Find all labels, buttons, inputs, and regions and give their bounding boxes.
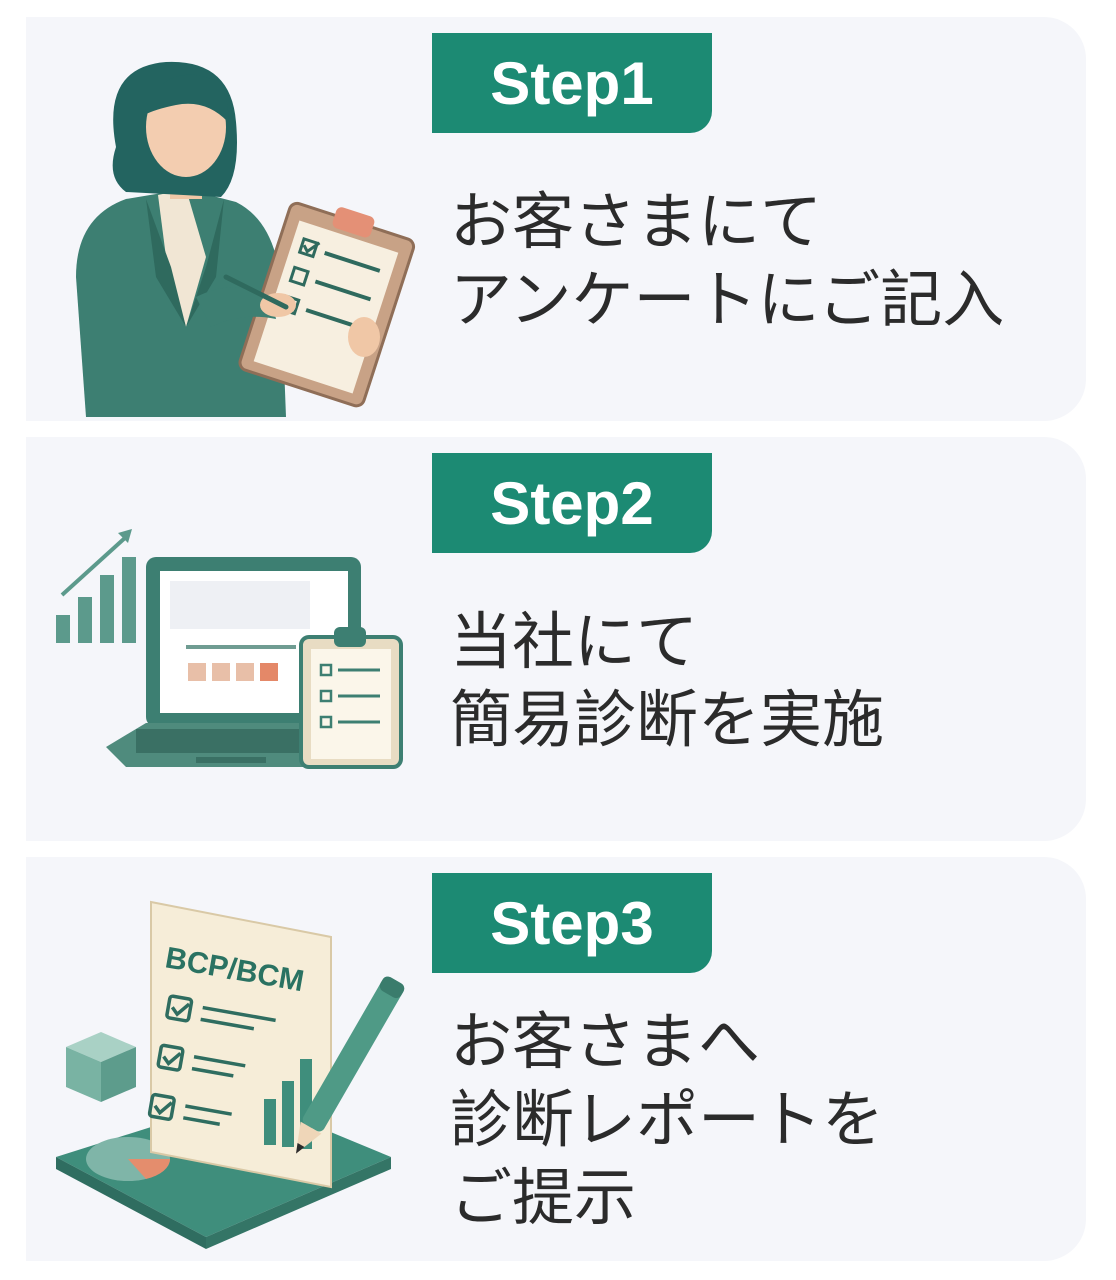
step-description-line: お客さまへ (450, 1005, 761, 1078)
step-description-line: アンケートにご記入 (450, 263, 1005, 336)
step-description-line: お客さまにて (450, 185, 823, 258)
step-card-1: Step1 お客さまにて アンケートにご記入 (26, 17, 1086, 421)
step-description-line: 簡易診断を実施 (450, 683, 885, 756)
step-badge: Step3 (432, 873, 712, 973)
step-card-2: Step2 当社にて 簡易診断を実施 (26, 437, 1086, 841)
woman-with-clipboard-icon (76, 61, 416, 417)
step-description: お客さまにて アンケートにご記入 (450, 183, 1004, 339)
step-description: 当社にて 簡易診断を実施 (450, 603, 884, 759)
step-badge: Step2 (432, 453, 712, 553)
step-description-line: ご提示 (450, 1161, 637, 1234)
bcp-report-icon: BCP/BCM (56, 900, 405, 1249)
laptop-with-checklist-icon (56, 529, 403, 769)
step-card-3: Step3 お客さまへ 診断レポートを ご提示 BCP/BCM (26, 857, 1086, 1261)
step-description-line: 当社にて (450, 605, 699, 678)
step-description-line: 診断レポートを (450, 1083, 885, 1156)
step-badge: Step1 (432, 33, 712, 133)
step-description: お客さまへ 診断レポートを ご提示 (450, 1003, 884, 1237)
